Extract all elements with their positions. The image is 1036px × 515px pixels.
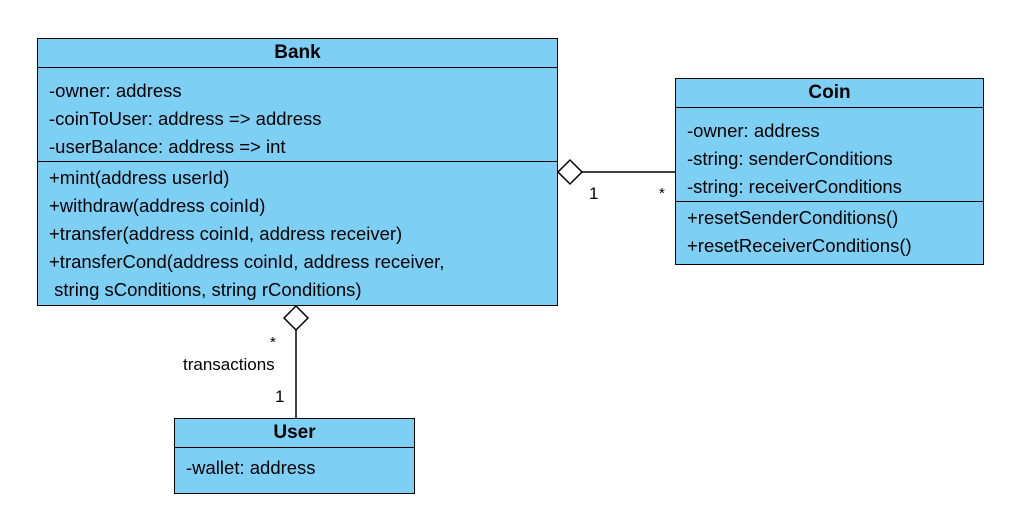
bank-method: string sConditions, string rConditions) <box>49 279 362 300</box>
class-user-attributes: -wallet: address <box>175 448 414 484</box>
class-bank-methods: +mint(address userId) +withdraw(address … <box>38 162 557 304</box>
coin-method: +resetReceiverConditions() <box>687 235 912 256</box>
class-user[interactable]: User -wallet: address <box>174 418 415 494</box>
bank-method: +transferCond(address coinId, address re… <box>49 251 445 272</box>
class-user-name: User <box>175 419 414 448</box>
bank-user-aggregation-diamond <box>282 304 310 332</box>
bank-user-role-label: transactions <box>183 355 275 374</box>
class-bank-attributes: -owner: address -coinToUser: address => … <box>38 68 557 162</box>
class-coin-methods: +resetSenderConditions() +resetReceiverC… <box>676 202 983 260</box>
bank-attribute: -owner: address <box>49 80 182 101</box>
bank-method: +mint(address userId) <box>49 167 230 188</box>
bank-coin-coin-multiplicity: * <box>659 185 665 202</box>
coin-attribute: -string: senderConditions <box>687 148 893 169</box>
bank-user-user-multiplicity: 1 <box>275 387 285 406</box>
bank-user-bank-multiplicity: * <box>270 334 276 351</box>
coin-attribute: -owner: address <box>687 120 820 141</box>
class-coin-name: Coin <box>676 79 983 108</box>
bank-attribute: -userBalance: address => int <box>49 136 286 157</box>
bank-coin-aggregation-diamond <box>556 158 584 186</box>
class-bank-name: Bank <box>38 39 557 68</box>
bank-method: +transfer(address coinId, address receiv… <box>49 223 403 244</box>
coin-attribute: -string: receiverConditions <box>687 176 902 197</box>
bank-attribute: -coinToUser: address => address <box>49 108 322 129</box>
coin-method: +resetSenderConditions() <box>687 207 899 228</box>
bank-coin-bank-multiplicity: 1 <box>589 184 599 203</box>
user-attribute: -wallet: address <box>186 457 316 478</box>
class-coin[interactable]: Coin -owner: address -string: senderCond… <box>675 78 984 265</box>
class-coin-attributes: -owner: address -string: senderCondition… <box>676 108 983 202</box>
class-bank[interactable]: Bank -owner: address -coinToUser: addres… <box>37 38 558 306</box>
bank-method: +withdraw(address coinId) <box>49 195 266 216</box>
